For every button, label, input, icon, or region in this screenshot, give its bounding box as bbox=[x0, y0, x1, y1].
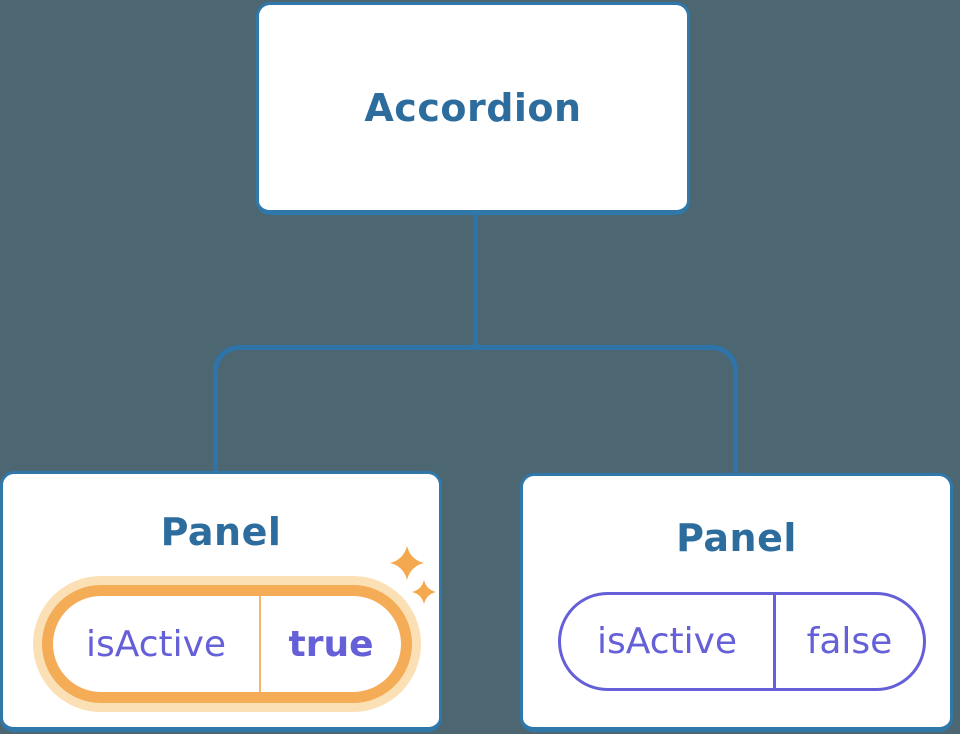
state-key-label: isActive bbox=[561, 595, 776, 688]
accordion-node-label: Accordion bbox=[364, 85, 582, 130]
panel-active-label: Panel bbox=[160, 510, 282, 554]
state-pill-inactive: isActive false bbox=[558, 592, 926, 691]
state-value-label: false bbox=[806, 621, 893, 662]
state-value-label: true bbox=[288, 623, 374, 665]
state-key-label: isActive bbox=[53, 596, 261, 692]
tree-branch-bracket bbox=[213, 345, 738, 475]
panel-inactive-label: Panel bbox=[676, 516, 797, 560]
accordion-node: Accordion bbox=[256, 2, 690, 215]
tree-stem-line bbox=[473, 213, 478, 350]
sparkles-icon bbox=[390, 546, 436, 604]
panel-node-active: Panel isActive true bbox=[0, 471, 442, 732]
panel-node-inactive: Panel isActive false bbox=[520, 473, 953, 732]
state-pill-active: isActive true bbox=[42, 585, 412, 703]
